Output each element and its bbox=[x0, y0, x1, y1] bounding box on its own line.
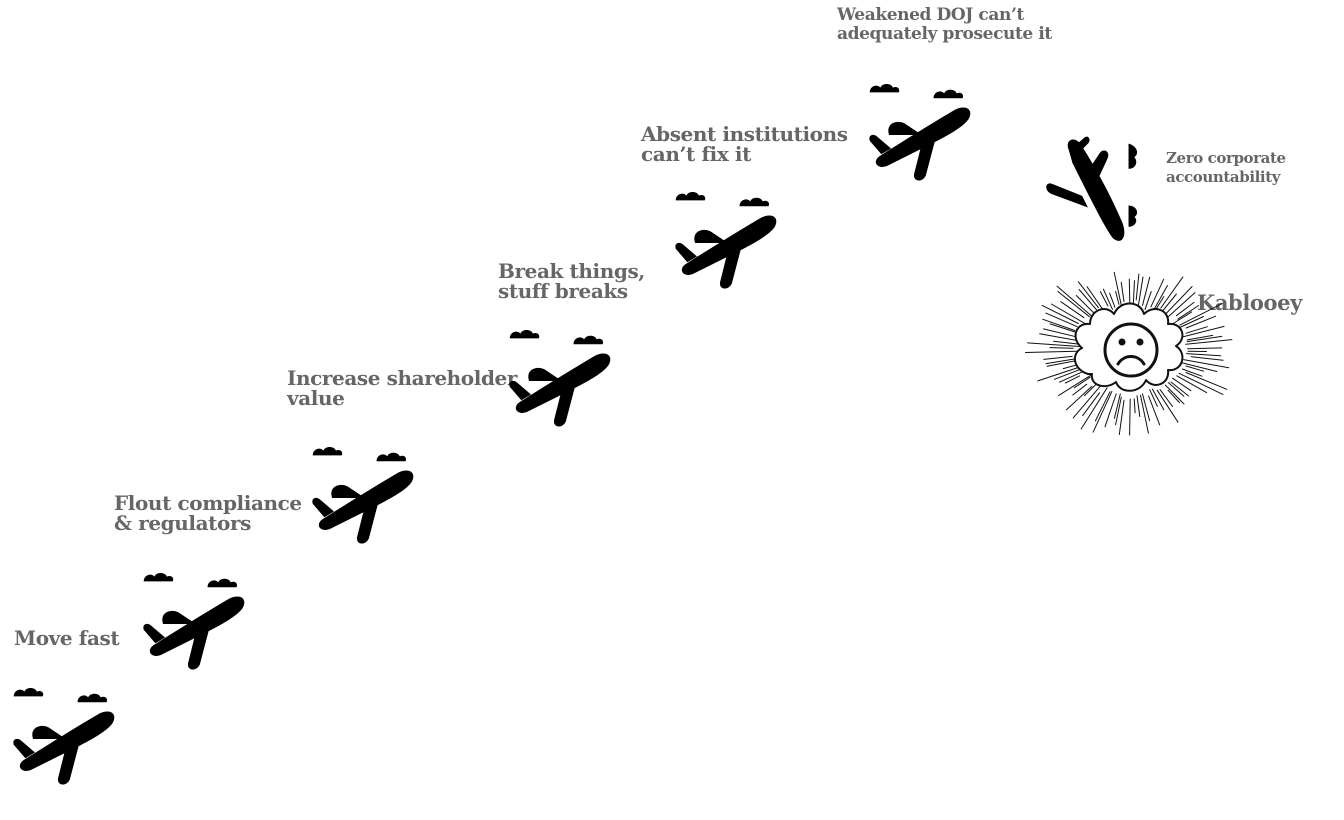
step-label-line2: can’t fix it bbox=[641, 142, 751, 166]
step-label-absent-institutions: Absent institutions can’t fix it bbox=[641, 124, 848, 164]
step-label-line1: Increase shareholder bbox=[287, 366, 517, 390]
step-label-break-things: Break things, stuff breaks bbox=[498, 261, 645, 301]
airplane-takeoff-icon bbox=[502, 324, 618, 436]
airplane-takeoff-icon bbox=[668, 186, 784, 298]
explosion-icon bbox=[1025, 271, 1233, 436]
step-label-line1: Kablooey bbox=[1197, 290, 1302, 315]
step-label-increase-shareholder-value: Increase shareholder value bbox=[287, 368, 517, 408]
step-label-zero-accountability: Zero corporate accountability bbox=[1166, 149, 1286, 187]
airplane-takeoff-icon bbox=[305, 441, 421, 553]
airplane-takeoff-icon bbox=[6, 682, 122, 794]
step-label-line2: value bbox=[287, 386, 345, 410]
airplane-takeoff-icon bbox=[136, 567, 252, 679]
step-label-line1: Flout compliance bbox=[114, 491, 302, 515]
airplane-crash-icon bbox=[1028, 134, 1144, 250]
step-label-kablooey: Kablooey bbox=[1197, 292, 1302, 314]
step-label-line1: Absent institutions bbox=[641, 122, 848, 146]
step-label-line1: Weakened DOJ can’t bbox=[837, 5, 1024, 25]
step-label-line1: Break things, bbox=[498, 259, 645, 283]
step-label-weakened-doj: Weakened DOJ can’t adequately prosecute … bbox=[837, 6, 1052, 44]
sad-face-icon bbox=[1103, 322, 1159, 378]
step-label-line2: accountability bbox=[1166, 168, 1281, 186]
step-label-move-fast: Move fast bbox=[14, 626, 120, 650]
step-label-line2: adequately prosecute it bbox=[837, 24, 1052, 44]
step-label-flout-compliance: Flout compliance & regulators bbox=[114, 493, 302, 533]
step-label-line2: stuff breaks bbox=[498, 279, 628, 303]
step-label-line1: Zero corporate bbox=[1166, 149, 1286, 167]
airplane-takeoff-icon bbox=[862, 78, 978, 190]
step-label-line1: Move fast bbox=[14, 626, 120, 650]
step-label-line2: & regulators bbox=[114, 511, 251, 535]
